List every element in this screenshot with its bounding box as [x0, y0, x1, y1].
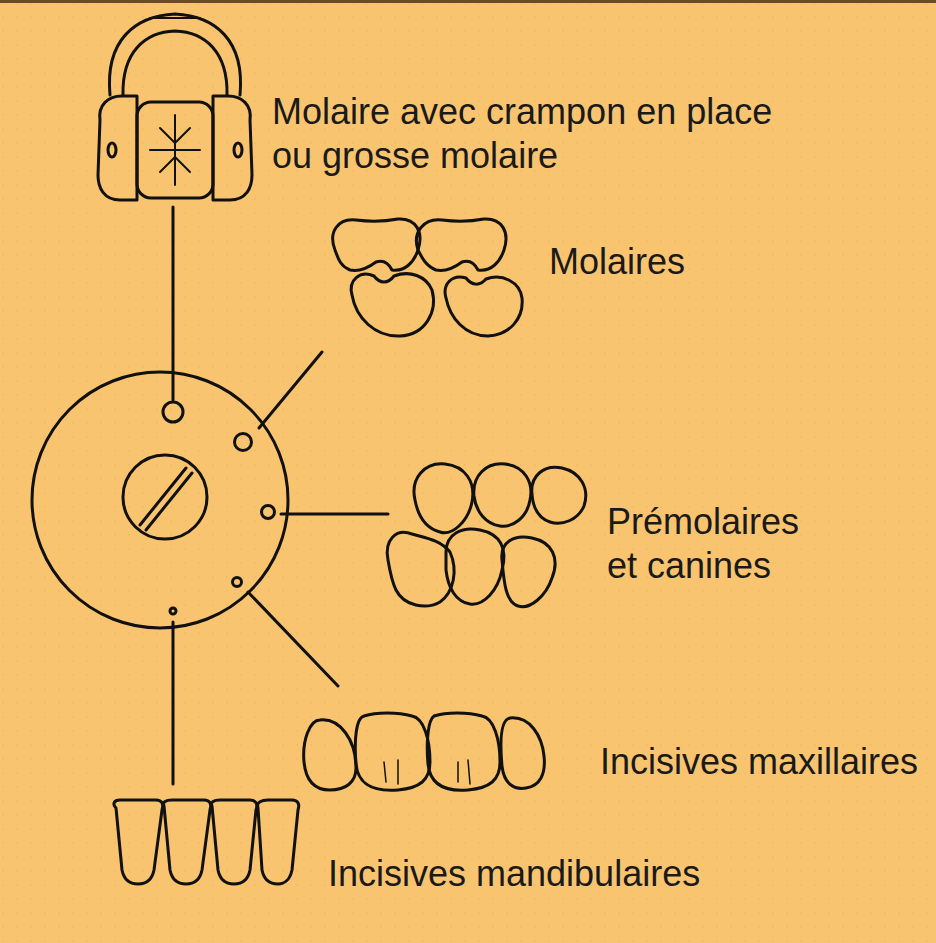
leader-line: [172, 207, 175, 400]
tooth-label: Molaires: [549, 240, 685, 284]
maxillary-incisors: [304, 713, 545, 790]
hole: [170, 608, 176, 614]
molar-teeth: [333, 219, 522, 336]
hole: [235, 434, 252, 451]
screw-slot: [146, 473, 192, 530]
premolar-canine-teeth: [387, 464, 586, 607]
hole: [163, 402, 183, 422]
leader-line: [281, 513, 388, 516]
mandibular-incisors: [114, 800, 299, 884]
leader-line: [172, 622, 175, 784]
tooth-label: Prémolaires et canines: [607, 500, 822, 588]
plate-screw: [123, 455, 207, 539]
screw-slot: [140, 468, 186, 525]
hole: [262, 506, 275, 519]
leader-line: [259, 352, 322, 428]
tooth-label: Incisives mandibulaires: [328, 852, 700, 896]
clamp-molar: [98, 14, 252, 200]
punch-plate: [32, 372, 288, 628]
tooth-label: Incisives maxillaires: [600, 740, 918, 784]
leader-line: [248, 592, 338, 686]
tooth-label: Molaire avec crampon en place ou grosse …: [272, 90, 792, 178]
hole: [233, 578, 242, 587]
top-border: [0, 0, 936, 3]
